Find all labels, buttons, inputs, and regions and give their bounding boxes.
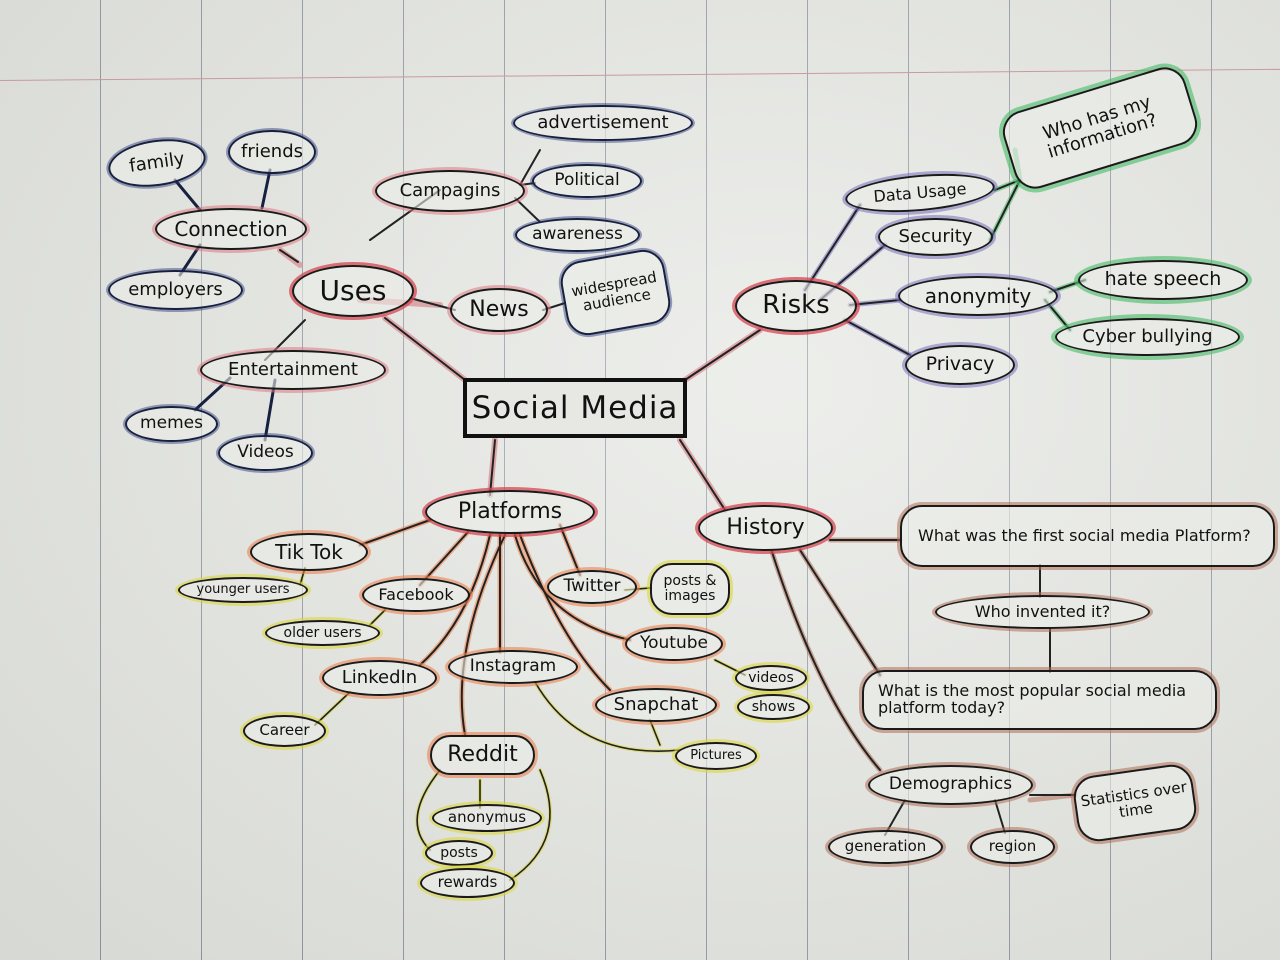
node-uses: Uses xyxy=(292,265,414,317)
node-posts-images: posts & images xyxy=(650,563,730,615)
node-risks: Risks xyxy=(735,280,857,332)
node-entertainment: Entertainment xyxy=(200,350,386,390)
node-privacy: Privacy xyxy=(905,345,1015,385)
node-news: News xyxy=(450,288,548,332)
node-friends: friends xyxy=(228,130,316,174)
node-region: region xyxy=(970,830,1055,864)
node-history: History xyxy=(698,505,833,551)
node-shows: shows xyxy=(737,694,810,720)
node-anonymus: anonymus xyxy=(432,804,542,832)
node-videos-entertainment: Videos xyxy=(218,435,313,471)
node-advertisement: advertisement xyxy=(513,105,693,141)
node-hate-speech: hate speech xyxy=(1078,260,1248,300)
node-facebook: Facebook xyxy=(362,578,470,612)
central-topic-label: Social Media xyxy=(471,390,679,426)
node-career: Career xyxy=(243,715,326,747)
node-instagram: Instagram xyxy=(448,650,578,684)
node-snapchat: Snapchat xyxy=(595,688,717,722)
node-first-platform: What was the first social media Platform… xyxy=(900,505,1275,567)
node-employers: employers xyxy=(108,270,243,310)
node-most-popular: What is the most popular social media pl… xyxy=(862,670,1217,730)
node-posts-reddit: posts xyxy=(425,840,493,866)
node-demographics: Demographics xyxy=(868,765,1033,805)
node-security: Security xyxy=(878,218,993,256)
node-rewards: rewards xyxy=(420,868,515,898)
node-connection: Connection xyxy=(155,208,307,250)
node-anonymity: anonymity xyxy=(898,276,1058,316)
node-awareness: awareness xyxy=(515,218,640,252)
node-pictures: Pictures xyxy=(675,742,757,770)
node-twitter: Twitter xyxy=(547,570,637,604)
node-youtube: Youtube xyxy=(625,627,723,661)
node-younger-users: younger users xyxy=(178,577,308,603)
node-older-users: older users xyxy=(265,620,380,646)
central-topic: Social Media xyxy=(463,378,687,438)
node-who-invented: Who invented it? xyxy=(935,595,1150,629)
node-tiktok: Tik Tok xyxy=(250,533,368,571)
node-campaigns: Campagins xyxy=(375,170,525,212)
node-platforms: Platforms xyxy=(425,490,595,534)
node-reddit: Reddit xyxy=(430,735,535,775)
node-generation: generation xyxy=(828,830,943,864)
node-political: Political xyxy=(532,164,642,198)
node-videos-youtube: videos xyxy=(735,665,807,691)
node-cyber-bullying: Cyber bullying xyxy=(1055,318,1240,356)
node-linkedin: LinkedIn xyxy=(322,660,437,696)
node-memes: memes xyxy=(125,406,218,442)
